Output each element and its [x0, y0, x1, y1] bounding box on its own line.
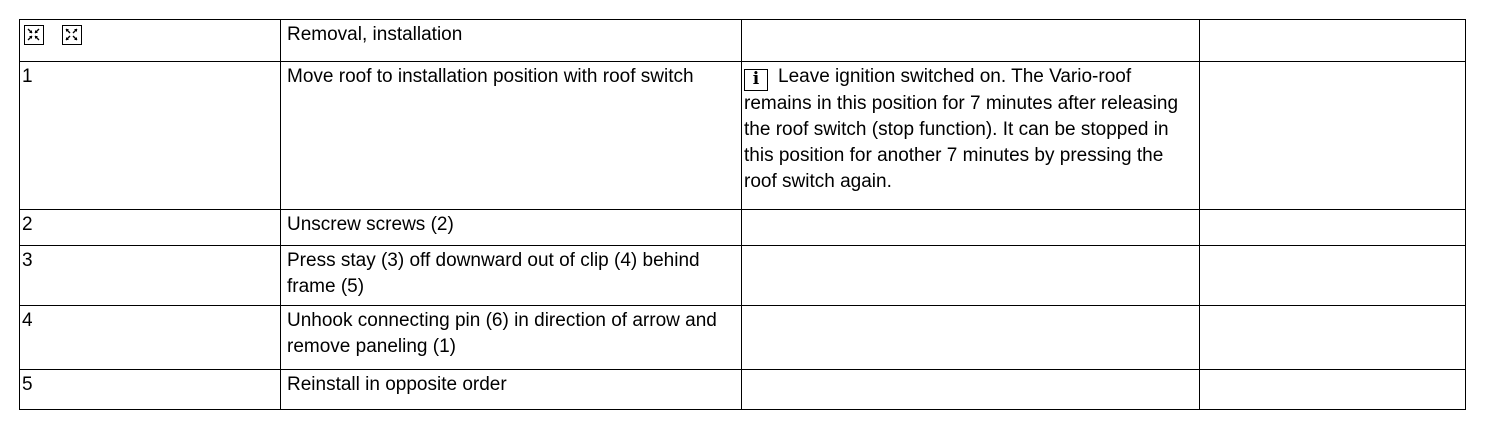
- step-note: [741, 245, 1200, 306]
- table-row: 5 Reinstall in opposite order: [19, 369, 1466, 410]
- step-extra: [1199, 61, 1466, 210]
- note-text: Leave ignition switched on. The Vario-ro…: [744, 66, 1179, 192]
- step-note: [741, 369, 1200, 410]
- step-number: 1: [19, 61, 281, 210]
- step-action: Unhook connecting pin (6) in direction o…: [280, 305, 742, 370]
- procedure-table: Removal, installation 1 Move roof to ins…: [19, 19, 1466, 410]
- step-number: 3: [19, 245, 281, 306]
- step-extra: [1199, 209, 1466, 246]
- step-extra: [1199, 245, 1466, 306]
- header-note: [741, 19, 1200, 62]
- expand-icon[interactable]: [62, 25, 82, 45]
- header-title: Removal, installation: [280, 19, 742, 62]
- step-number: 5: [19, 369, 281, 410]
- table-row: 1 Move roof to installation position wit…: [19, 61, 1466, 210]
- step-note: [741, 209, 1200, 246]
- table-header-row: Removal, installation: [19, 19, 1466, 62]
- step-extra: [1199, 369, 1466, 410]
- step-note: [741, 305, 1200, 370]
- step-action: Unscrew screws (2): [280, 209, 742, 246]
- table-row: 3 Press stay (3) off downward out of cli…: [19, 245, 1466, 306]
- step-action: Move roof to installation position with …: [280, 61, 742, 210]
- step-number: 4: [19, 305, 281, 370]
- info-icon: i: [744, 69, 768, 91]
- step-extra: [1199, 305, 1466, 370]
- step-action: Press stay (3) off downward out of clip …: [280, 245, 742, 306]
- header-extra: [1199, 19, 1466, 62]
- table-row: 2 Unscrew screws (2): [19, 209, 1466, 246]
- step-action: Reinstall in opposite order: [280, 369, 742, 410]
- header-icons-cell: [19, 19, 281, 62]
- collapse-icon[interactable]: [24, 25, 44, 45]
- step-number: 2: [19, 209, 281, 246]
- table-row: 4 Unhook connecting pin (6) in direction…: [19, 305, 1466, 370]
